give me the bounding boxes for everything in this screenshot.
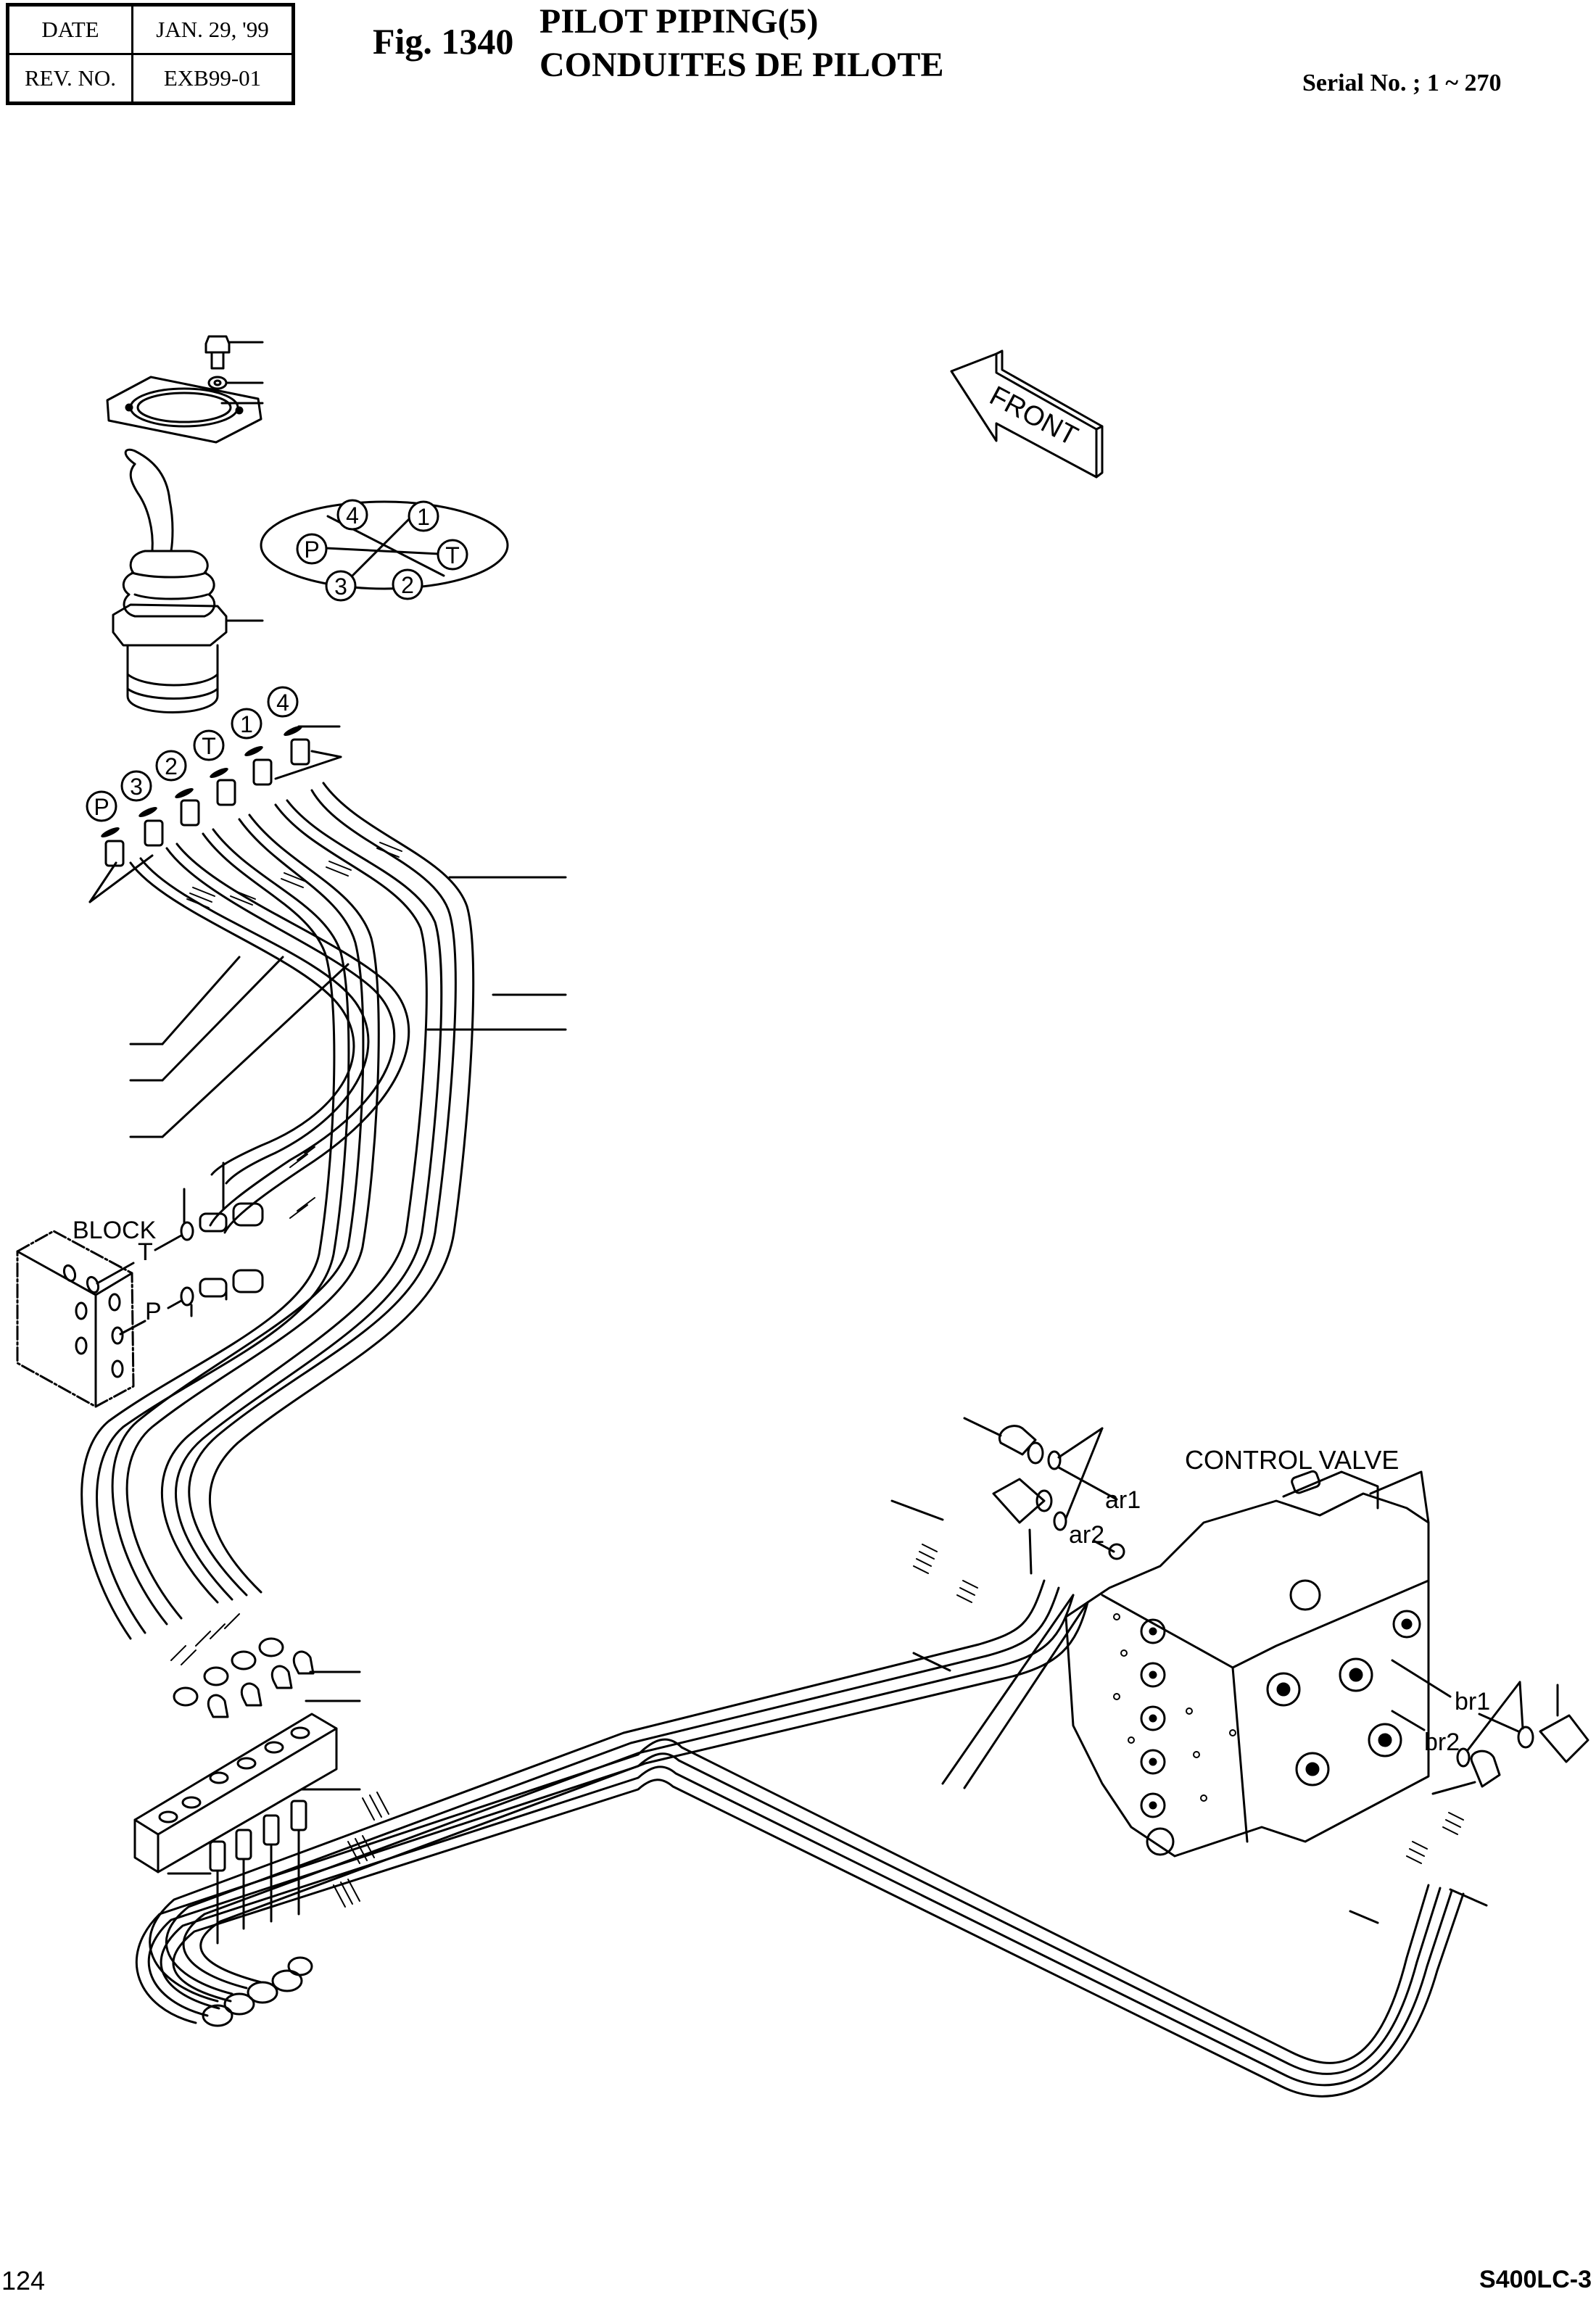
pattern-port-4: 4 bbox=[336, 499, 368, 531]
port-label-1: 1 bbox=[231, 708, 262, 740]
page-number: 124 bbox=[1, 2266, 46, 2295]
pattern-port-1: 1 bbox=[408, 500, 439, 532]
pattern-port-3: 3 bbox=[325, 570, 357, 602]
pilot-hoses-to-control-valve bbox=[135, 1544, 1488, 2098]
rev-value: EXB99-01 bbox=[131, 53, 294, 104]
svg-text:FRONT: FRONT bbox=[985, 381, 1083, 452]
pattern-port-p: P bbox=[296, 533, 328, 565]
port-label-3: 3 bbox=[120, 770, 152, 802]
block-port-p-label: P bbox=[145, 1298, 162, 1325]
svg-text:4: 4 bbox=[276, 690, 289, 716]
port-br2-label: br2 bbox=[1424, 1728, 1460, 1756]
block-port-t-label: T bbox=[138, 1238, 153, 1266]
figure-number: Fig. 1340 bbox=[373, 21, 514, 62]
control-valve-component: CONTROL VALVE bbox=[1064, 1445, 1430, 1858]
date-label: DATE bbox=[7, 4, 133, 55]
manifold-block bbox=[133, 1637, 361, 1945]
joystick-lever-icon bbox=[124, 448, 174, 552]
svg-text:3: 3 bbox=[334, 574, 347, 600]
port-label-p: P bbox=[86, 790, 117, 822]
pattern-port-t: T bbox=[437, 539, 468, 571]
svg-text:P: P bbox=[304, 537, 319, 563]
svg-text:T: T bbox=[202, 733, 216, 759]
block-component: BLOCK T P bbox=[16, 1162, 264, 1408]
model-number: S400LC-3 bbox=[1479, 2266, 1592, 2293]
joystick-adapters bbox=[88, 725, 342, 903]
svg-text:2: 2 bbox=[401, 572, 414, 598]
port-label-2: 2 bbox=[155, 750, 187, 782]
serial-range: Serial No. ; 1 ~ 270 bbox=[1302, 70, 1502, 96]
port-br1-label: br1 bbox=[1455, 1688, 1490, 1715]
washer-icon bbox=[207, 376, 264, 390]
pilot-valve-body-icon bbox=[112, 603, 264, 713]
revision-table: DATE JAN. 29, '99 REV. NO. EXB99-01 bbox=[6, 3, 295, 105]
svg-text:2: 2 bbox=[165, 753, 178, 779]
br-port-fittings: br1 br2 bbox=[1391, 1659, 1589, 1795]
title-english: PILOT PIPING(5) bbox=[539, 2, 819, 41]
port-label-4: 4 bbox=[267, 686, 299, 718]
svg-text:4: 4 bbox=[346, 502, 359, 529]
svg-text:3: 3 bbox=[130, 774, 143, 800]
port-label-t: T bbox=[193, 729, 225, 761]
svg-text:P: P bbox=[94, 794, 109, 820]
port-ar1-label: ar1 bbox=[1105, 1486, 1141, 1514]
boot-flange-icon bbox=[106, 376, 264, 444]
joystick-boot-icon bbox=[122, 550, 216, 618]
pattern-port-2: 2 bbox=[392, 568, 423, 600]
block-label: BLOCK bbox=[73, 1217, 157, 1244]
bolt-icon bbox=[204, 335, 264, 370]
front-arrow-icon: FRONT bbox=[950, 349, 1104, 479]
rev-label: REV. NO. bbox=[7, 53, 133, 104]
svg-text:1: 1 bbox=[417, 504, 430, 530]
control-valve-label: CONTROL VALVE bbox=[1185, 1445, 1399, 1475]
port-pattern-diagram: 4 1 P T 3 2 bbox=[260, 499, 509, 602]
svg-text:1: 1 bbox=[240, 711, 253, 737]
date-value: JAN. 29, '99 bbox=[131, 4, 294, 55]
svg-text:T: T bbox=[445, 542, 460, 568]
ar-port-fittings: ar1 ar2 bbox=[890, 1417, 1141, 1672]
title-french: CONDUITES DE PILOTE bbox=[539, 46, 944, 84]
pilot-hoses-left bbox=[80, 782, 567, 1665]
joystick-port-labels: P 3 2 T 1 4 bbox=[86, 686, 299, 822]
